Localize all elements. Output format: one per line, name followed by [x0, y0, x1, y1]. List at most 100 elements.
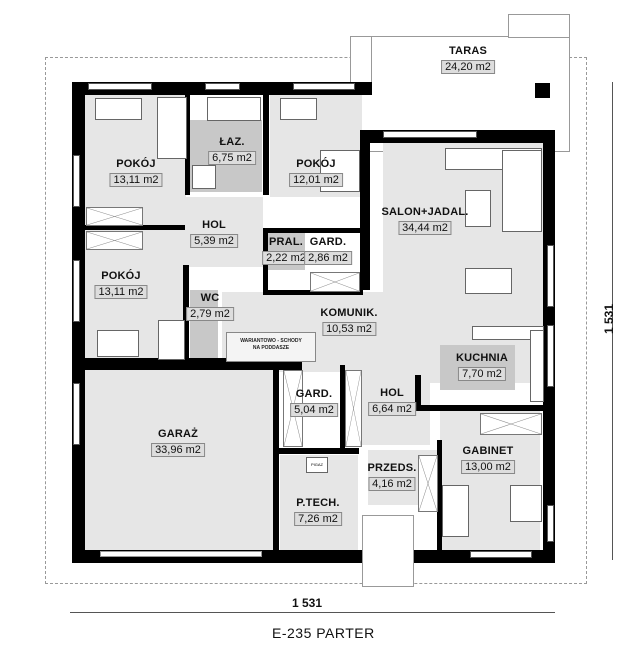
room-area: 7,70 m2	[458, 367, 506, 381]
room-area: 2,22 m2	[262, 251, 310, 265]
room-area: 12,01 m2	[289, 173, 343, 187]
shower	[192, 165, 216, 189]
dimension-vertical: 1 531	[602, 303, 617, 335]
wardrobe	[86, 231, 143, 250]
garage-door	[100, 551, 262, 557]
room-label-garderoba2: GARD. 5,04 m2	[290, 388, 338, 418]
bed	[442, 485, 469, 537]
room-area: 6,64 m2	[368, 402, 416, 416]
room-area: 5,04 m2	[290, 403, 338, 417]
room-area: 24,20 m2	[441, 60, 495, 74]
room-area: 33,96 m2	[151, 443, 205, 457]
room-label-pokoj2: POKÓJ 12,01 m2	[289, 158, 343, 188]
desk	[95, 98, 142, 120]
window	[73, 260, 80, 322]
window	[383, 131, 477, 138]
room-area: 10,53 m2	[322, 322, 376, 336]
boiler: PIGAZ	[306, 457, 328, 473]
wall-kitchen-box	[415, 405, 545, 411]
room-area: 7,26 m2	[294, 512, 342, 526]
bed	[157, 97, 187, 159]
stair-note: WARIANTOWO - SCHODY NA PODDASZE	[230, 338, 312, 352]
room-name: POKÓJ	[101, 270, 141, 282]
window	[88, 83, 152, 90]
room-label-lazienka: ŁAZ. 6,75 m2	[208, 136, 256, 166]
window	[293, 83, 355, 90]
wall-pral-bottom	[263, 290, 363, 295]
wall-bath-right	[263, 95, 269, 195]
room-wc-floor	[190, 290, 218, 358]
wardrobe	[86, 207, 143, 226]
room-name: P.TECH.	[296, 497, 340, 509]
wall-hol-divider	[85, 225, 185, 230]
window	[73, 383, 80, 445]
room-name: PRZEDS.	[367, 462, 417, 474]
room-area: 2,86 m2	[304, 251, 352, 265]
stair-note-line2: NA PODDASZE	[252, 345, 290, 351]
wall-pral-box	[263, 228, 363, 233]
room-area: 5,39 m2	[190, 234, 238, 248]
entrance-porch	[362, 515, 414, 587]
room-area: 4,16 m2	[368, 477, 416, 491]
kitchen-counter	[530, 330, 544, 402]
room-label-garaz: GARAŻ 33,96 m2	[151, 428, 205, 458]
dimension-line-horizontal	[70, 612, 555, 613]
wall-gard2-right	[340, 365, 345, 450]
bathtub	[207, 97, 261, 121]
plot-boundary	[45, 57, 587, 584]
wall-bath-left	[185, 95, 190, 195]
room-name: KOMUNIK.	[320, 307, 378, 319]
bed	[158, 320, 185, 360]
room-label-komunikacja: KOMUNIK. 10,53 m2	[320, 307, 377, 337]
plan-title: E-235 PARTER	[272, 625, 375, 641]
stairs	[226, 332, 316, 362]
room-label-kuchnia: KUCHNIA 7,70 m2	[456, 352, 508, 382]
room-area: 13,11 m2	[94, 285, 148, 299]
window	[547, 325, 554, 387]
wall-wc-left	[183, 265, 189, 360]
room-label-hol2: HOL 6,64 m2	[368, 387, 416, 417]
room-name: ŁAZ.	[219, 136, 245, 148]
room-name: WC	[200, 292, 220, 304]
room-area: 2,79 m2	[186, 307, 234, 321]
coffee-table	[465, 190, 491, 227]
room-label-garderoba1: GARD. 2,86 m2	[304, 236, 352, 266]
room-name: HOL	[202, 219, 226, 231]
room-name: HOL	[380, 387, 404, 399]
window	[205, 83, 240, 90]
room-label-hol1: HOL 5,39 m2	[190, 219, 238, 249]
room-label-pokoj1: POKÓJ 13,11 m2	[109, 158, 163, 188]
wall-west	[72, 82, 85, 562]
wall-gabinet-west	[437, 440, 442, 555]
window	[547, 505, 554, 542]
room-area: 13,11 m2	[109, 173, 163, 187]
window	[470, 551, 532, 558]
desk	[280, 98, 317, 120]
terrace-steps	[508, 14, 570, 38]
wall-salon-west	[360, 130, 370, 290]
room-label-pralnia: PRAL. 2,22 m2	[262, 236, 310, 266]
room-area: 34,44 m2	[398, 221, 452, 235]
window	[547, 245, 554, 307]
wardrobe	[418, 455, 438, 512]
room-name: PRAL.	[269, 236, 303, 248]
room-name: TARAS	[448, 45, 488, 57]
room-name: KUCHNIA	[455, 352, 509, 364]
wardrobe	[345, 370, 362, 447]
room-label-ptech: P.TECH. 7,26 m2	[294, 497, 342, 527]
room-name: GARD.	[295, 388, 333, 400]
room-name: GABINET	[462, 445, 514, 457]
terrace-column	[535, 83, 550, 98]
room-name: POKÓJ	[296, 158, 336, 170]
room-area: 6,75 m2	[208, 151, 256, 165]
room-area: 13,00 m2	[461, 460, 515, 474]
wall-garage-east	[273, 370, 279, 550]
wall-gard2-bottom	[279, 448, 359, 454]
desk	[97, 330, 139, 357]
dimension-line-vertical	[612, 82, 613, 560]
room-name: POKÓJ	[116, 158, 156, 170]
stair-note-line1: WARIANTOWO - SCHODY	[240, 338, 302, 344]
room-name: GARAŻ	[157, 428, 199, 440]
room-label-salon: SALON+JADAL. 34,44 m2	[381, 206, 468, 236]
